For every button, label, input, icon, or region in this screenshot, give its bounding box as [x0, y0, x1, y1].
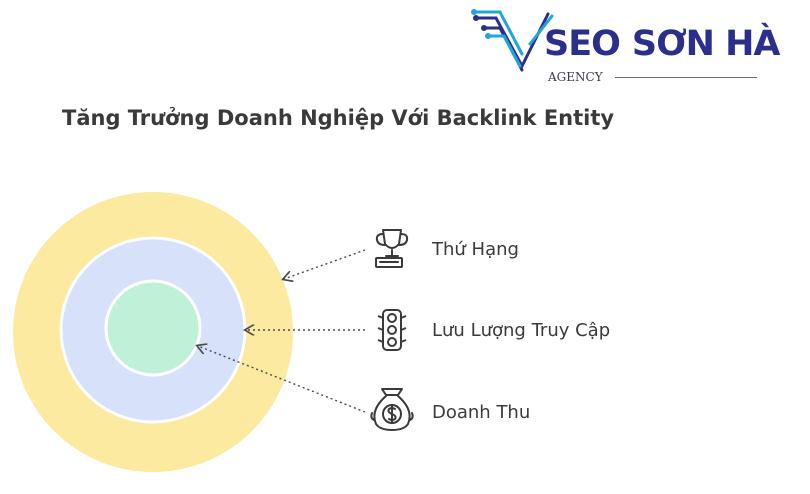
ring-inner	[104, 279, 202, 377]
logo-brand-seo: SEO	[544, 24, 621, 64]
trophy-icon	[375, 229, 409, 268]
label-rank: Thứ Hạng	[432, 239, 519, 260]
logo-brand-name: SƠN HÀ	[631, 24, 781, 64]
label-revenue: Doanh Thu	[432, 402, 531, 423]
connector-rank	[284, 249, 366, 279]
money-bag-icon	[370, 388, 414, 431]
label-traffic: Lưu Lượng Truy Cập	[432, 320, 611, 341]
logo-divider	[615, 77, 757, 78]
logo-tagline: AGENCY	[548, 70, 603, 84]
diagram-title: Tăng Trưởng Doanh Nghiệp Với Backlink En…	[62, 106, 615, 130]
traffic-light-icon	[377, 309, 407, 351]
logo-v-mark-icon	[471, 9, 554, 72]
